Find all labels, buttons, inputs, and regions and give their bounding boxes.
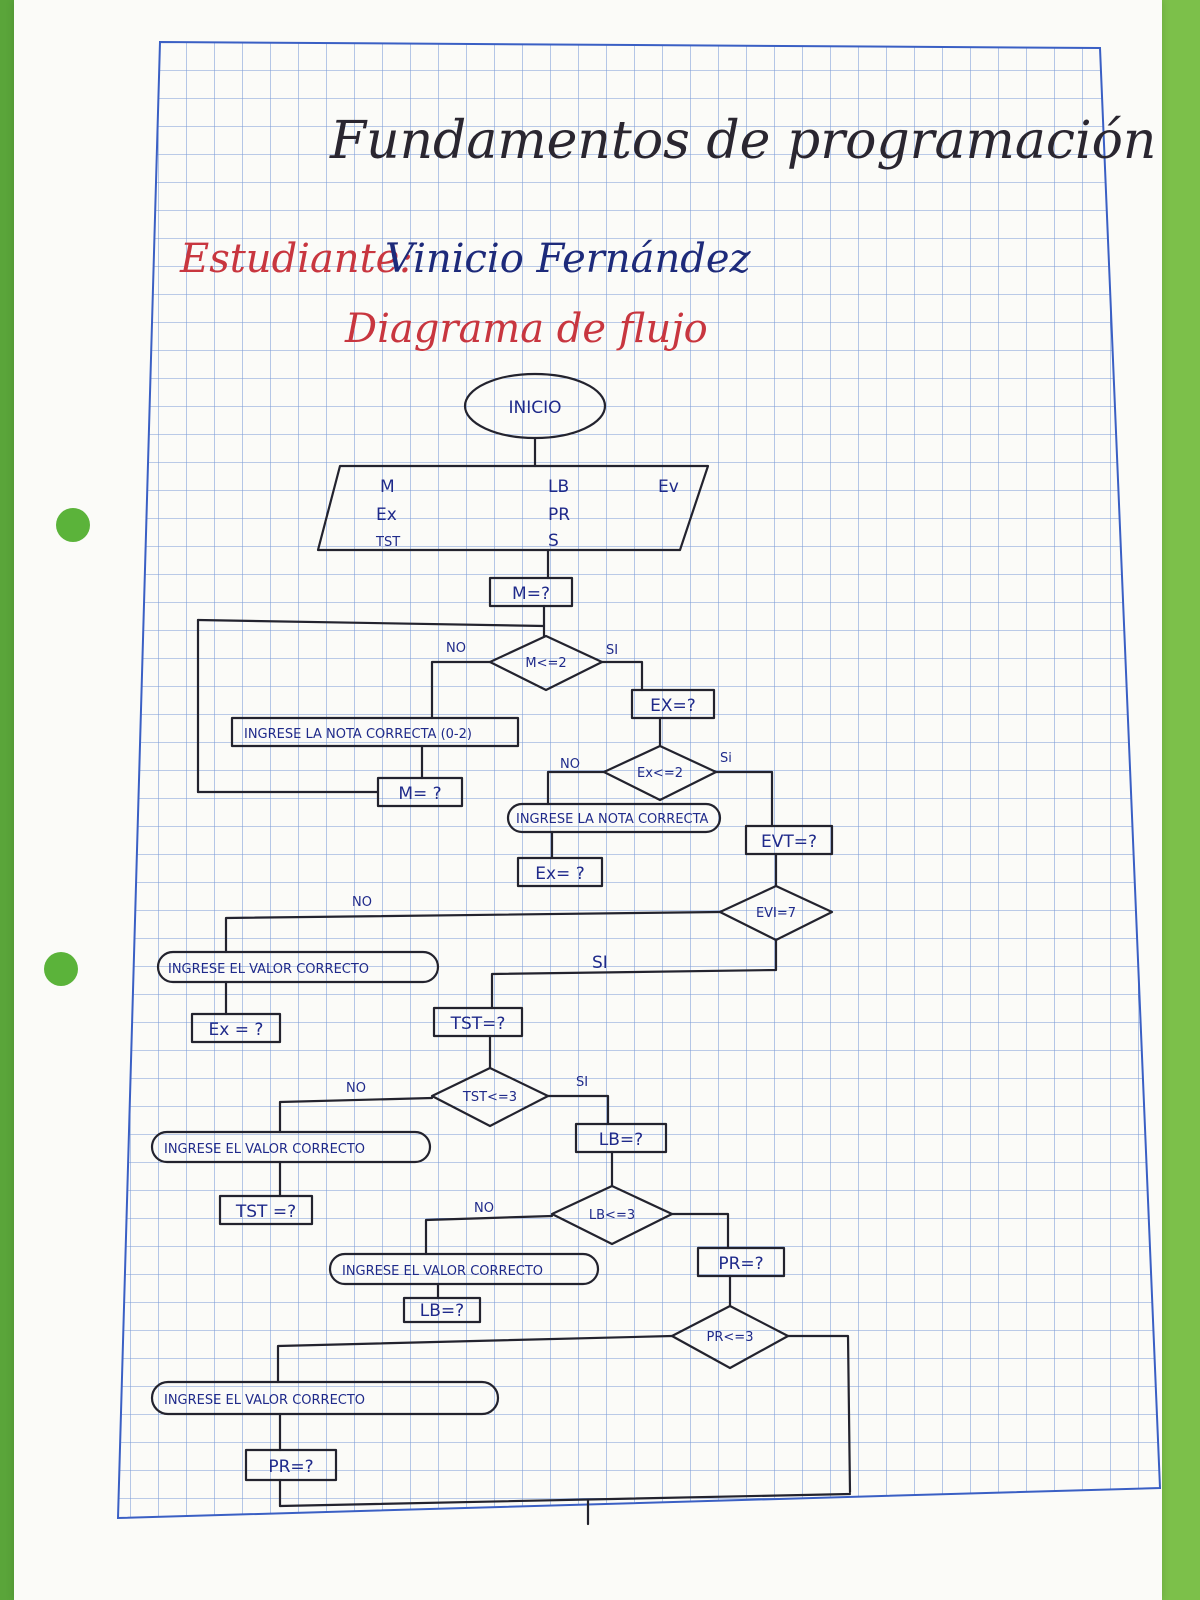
lb-input-label: LB=? <box>599 1130 643 1150</box>
loop-line-m <box>196 618 546 628</box>
m-si-branch <box>600 660 644 692</box>
merge-line <box>278 1492 852 1508</box>
lb-reinput-box <box>402 1296 482 1324</box>
punch-hole-top <box>56 508 90 542</box>
pr-reinput-label: PR=? <box>268 1457 313 1477</box>
ev-reinput-box <box>190 1012 282 1044</box>
grid-area <box>116 40 1162 1520</box>
ev-no-label: NO <box>352 895 372 910</box>
diagram-subtitle: Diagrama de flujo <box>344 306 708 352</box>
ex-no-branch <box>546 770 606 806</box>
ex-reinput-box <box>516 856 604 888</box>
ev-decision-diamond <box>718 884 834 942</box>
ev-error-box <box>156 950 440 984</box>
m-reinput-label: M= ? <box>398 784 441 804</box>
ex-input-label: EX=? <box>650 696 696 716</box>
pr-decision-label: PR<=3 <box>707 1330 754 1345</box>
ex-si-label: Si <box>720 751 732 766</box>
variables-parallelogram <box>316 464 710 552</box>
tst-input-box <box>432 1006 524 1038</box>
m-input-label: M=? <box>512 584 550 604</box>
lb-input-box <box>574 1122 668 1154</box>
ex-error-box <box>506 802 722 834</box>
pr-input-box <box>696 1246 786 1278</box>
page-title: Fundamentos de programación <box>329 111 1156 171</box>
tst-reinput-box <box>218 1194 314 1226</box>
lb-no-branch <box>424 1214 554 1256</box>
m-no-label: NO <box>446 641 466 656</box>
tst-si-branch <box>546 1094 610 1126</box>
lb-no-label: NO <box>474 1201 494 1216</box>
lb-si-branch <box>670 1212 730 1250</box>
pr-error-label: INGRESE EL VALOR CORRECTO <box>164 1393 365 1408</box>
ev-error-label: INGRESE EL VALOR CORRECTO <box>168 962 369 977</box>
ex-si-branch <box>714 770 774 828</box>
m-error-box <box>230 716 520 748</box>
ex-reinput-label: Ex= ? <box>535 864 584 884</box>
tst-reinput-label: TST =? <box>235 1202 296 1222</box>
ev-si-label: SI <box>592 953 608 973</box>
ev-input-box <box>744 824 834 856</box>
ev-si-branch <box>490 938 778 1010</box>
ex-decision-label: Ex<=2 <box>637 766 683 781</box>
tst-no-branch <box>278 1096 434 1134</box>
var-left-2: Ex <box>376 505 397 525</box>
m-input-box <box>488 576 574 608</box>
punch-hole-bottom <box>44 952 78 986</box>
var-mid-2: PR <box>548 505 570 525</box>
var-mid-1: LB <box>548 477 569 497</box>
folder-edge-right <box>1160 0 1200 1600</box>
m-no-branch <box>430 660 492 720</box>
desk-edge-left <box>0 0 18 1600</box>
pr-input-label: PR=? <box>718 1254 763 1274</box>
var-right-1: Ev <box>658 477 679 497</box>
ev-no-branch <box>224 910 722 954</box>
var-left-1: M <box>380 477 395 497</box>
ex-no-label: NO <box>560 757 580 772</box>
lb-error-box <box>328 1252 600 1286</box>
m-decision-label: M<=2 <box>525 656 566 671</box>
m-reinput-box <box>376 776 464 808</box>
tst-si-label: SI <box>576 1075 588 1090</box>
start-label: INICIO <box>508 398 561 418</box>
tst-error-box <box>150 1130 432 1164</box>
ev-decision-label: EVI=7 <box>756 906 796 921</box>
tst-decision-label: TST<=3 <box>462 1090 517 1105</box>
lb-decision-label: LB<=3 <box>589 1208 635 1223</box>
var-left-3: TST <box>375 535 400 550</box>
tst-no-label: NO <box>346 1081 366 1096</box>
ev-reinput-label: Ex = ? <box>209 1020 264 1040</box>
student-name: Vinicio Fernández <box>385 236 752 282</box>
tst-input-label: TST=? <box>450 1014 506 1034</box>
student-label: Estudiante: <box>179 236 413 282</box>
ex-input-box <box>630 688 716 720</box>
ex-error-label: INGRESE LA NOTA CORRECTA <box>516 812 709 827</box>
pr-si-branch <box>786 1334 852 1494</box>
lb-reinput-label: LB=? <box>420 1301 464 1321</box>
lb-error-label: INGRESE EL VALOR CORRECTO <box>342 1264 543 1279</box>
m-error-label: INGRESE LA NOTA CORRECTA (0-2) <box>244 727 472 742</box>
m-si-label: SI <box>606 643 618 658</box>
pr-error-box <box>150 1380 500 1416</box>
var-mid-3: S <box>548 531 559 551</box>
pr-no-branch <box>276 1334 674 1384</box>
pr-reinput-box <box>244 1448 338 1482</box>
tst-error-label: INGRESE EL VALOR CORRECTO <box>164 1142 365 1157</box>
ev-input-label: EVT=? <box>761 832 817 852</box>
